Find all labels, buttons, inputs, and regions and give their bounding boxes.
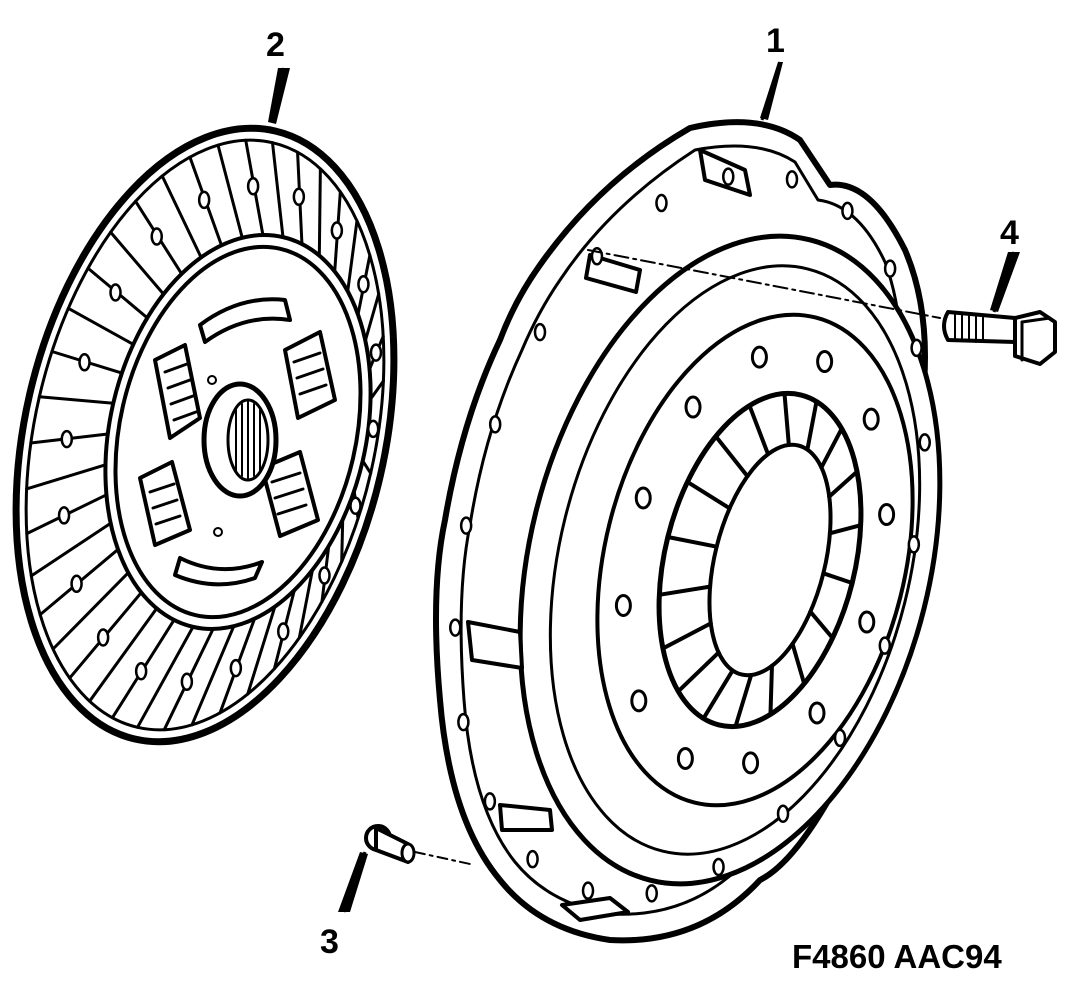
callout-3: 3 [320, 923, 339, 961]
clutch-pressure-plate-icon [433, 119, 943, 944]
callout-2: 2 [266, 26, 285, 64]
callout-4: 4 [1000, 214, 1019, 252]
dowel-pin-icon [364, 824, 416, 864]
callout-1: 1 [766, 22, 785, 60]
clutch-disc-icon [12, 124, 398, 746]
alignment-lines [414, 249, 941, 865]
hex-bolt-icon [942, 310, 1057, 366]
figure-code: F4860 AAC94 [792, 938, 1002, 975]
leader-arrows [268, 61, 1020, 913]
